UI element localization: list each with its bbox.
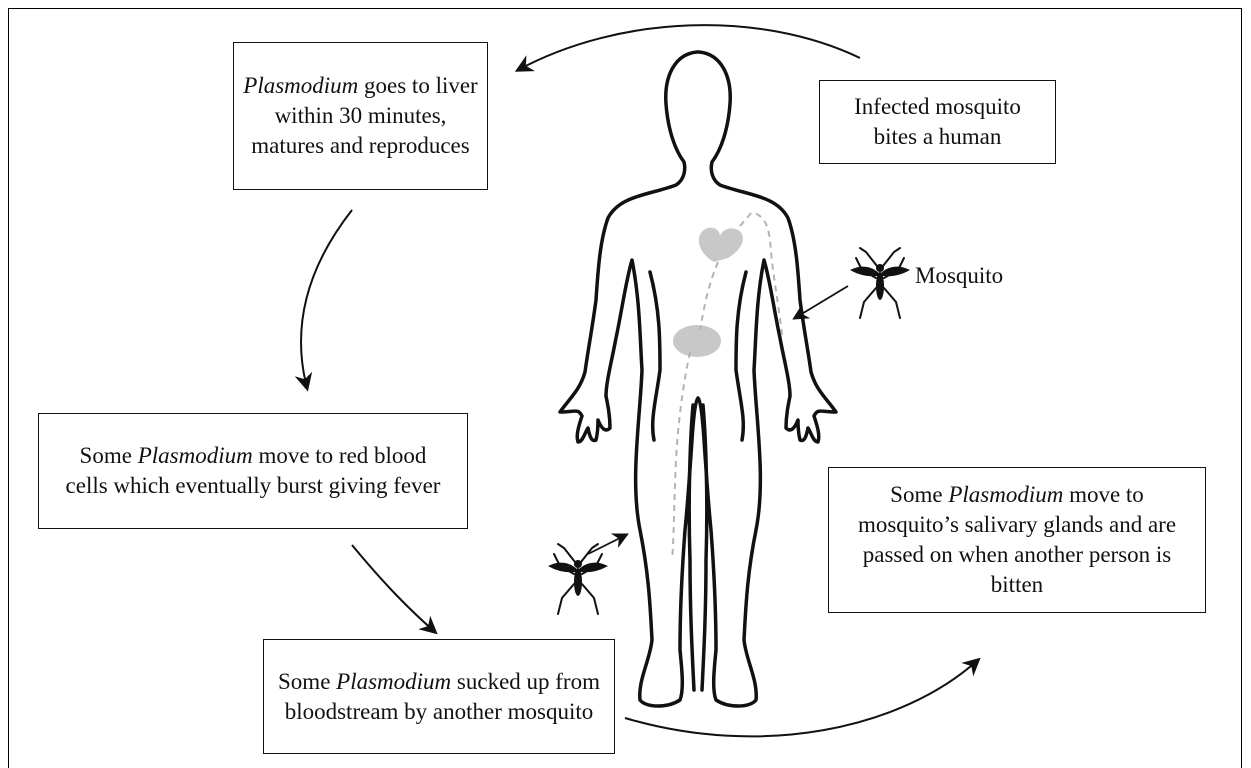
arrow-mosquito-to-leg bbox=[588, 535, 626, 554]
heart-organ bbox=[699, 228, 743, 262]
box-salivary-glands: Some Plasmodium move to mosquito’s saliv… bbox=[828, 467, 1206, 613]
human-body-outline bbox=[560, 52, 836, 706]
term-plasmodium: Plasmodium bbox=[243, 73, 358, 98]
box-red-blood-cells: Some Plasmodium move to red blood cells … bbox=[38, 413, 468, 529]
term-plasmodium: Plasmodium bbox=[948, 482, 1063, 507]
arrow-redcells-to-sucked bbox=[352, 545, 435, 632]
box-bite-text: Infected mosquito bites a human bbox=[836, 92, 1039, 152]
mosquito-icon bbox=[850, 248, 910, 318]
box-mosquito-bite: Infected mosquito bites a human bbox=[819, 80, 1056, 164]
mosquito-icon-lower bbox=[548, 544, 608, 614]
arrow-bite-to-liver bbox=[518, 25, 860, 70]
term-plasmodium: Plasmodium bbox=[138, 443, 253, 468]
term-plasmodium: Plasmodium bbox=[336, 669, 451, 694]
box-sucked-up: Some Plasmodium sucked up from bloodstre… bbox=[263, 639, 615, 754]
mosquito-label: Mosquito bbox=[915, 263, 1003, 289]
arrow-mosquito-to-arm bbox=[795, 286, 848, 318]
arrow-liver-to-redcells bbox=[301, 210, 352, 388]
liver-organ bbox=[673, 325, 721, 357]
arrow-sucked-to-salivary bbox=[625, 660, 978, 736]
box-liver-stage: Plasmodium goes to liver within 30 minut… bbox=[233, 42, 488, 190]
